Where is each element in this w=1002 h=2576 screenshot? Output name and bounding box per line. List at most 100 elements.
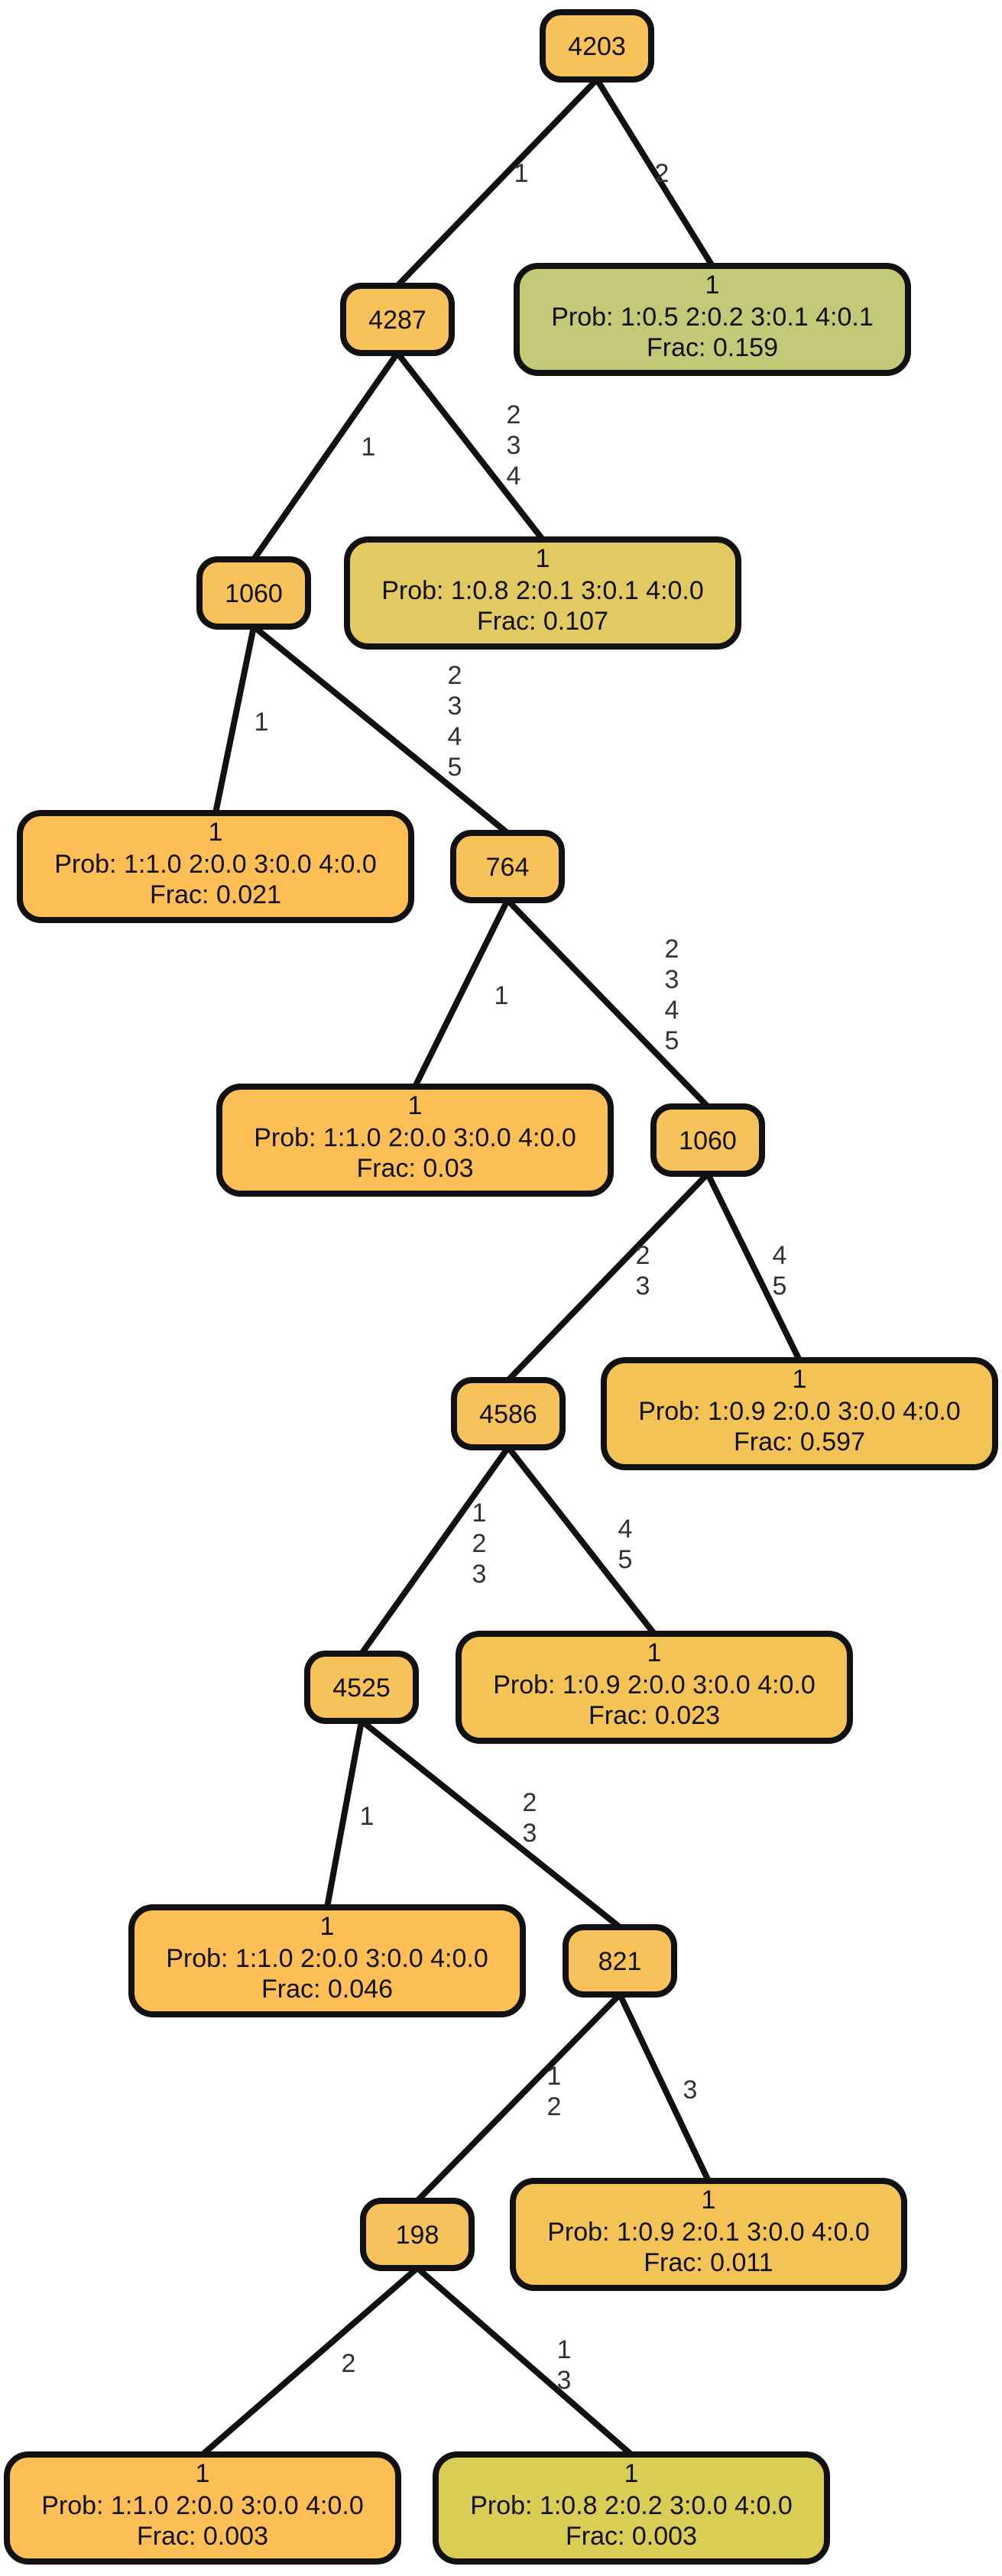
- edge-label: 3: [683, 2075, 698, 2105]
- split-node-box: [196, 556, 311, 630]
- leaf-node-box: [433, 2451, 830, 2565]
- edge-label-line: 3: [448, 692, 462, 721]
- edge-n4586-n4525: [358, 1444, 511, 1657]
- leaf-node-box: [456, 1631, 853, 1744]
- split-node-box: [540, 9, 654, 83]
- leaf-frac: Frac: 0.023: [589, 1701, 720, 1730]
- edge-n1060a-n764: [251, 624, 511, 836]
- edge-n4287-n1060a: [251, 350, 400, 562]
- edge-label-line: 3: [665, 965, 679, 994]
- edge-label-line: 2: [547, 2092, 562, 2121]
- edge-label-line: 1: [557, 2335, 572, 2364]
- edge-label: 1: [495, 981, 509, 1010]
- leaf-frac: Frac: 0.046: [261, 1975, 393, 2004]
- edge-label-line: 2: [655, 159, 670, 188]
- edge-label-line: 5: [618, 1545, 633, 1574]
- edge-label-line: 3: [557, 2366, 572, 2395]
- leaf-prob: Prob: 1:0.8 2:0.2 3:0.0 4:0.0: [470, 2491, 793, 2520]
- edge-label-line: 5: [773, 1272, 787, 1301]
- edge-label-line: 4: [618, 1515, 633, 1544]
- edge-n198-l10: [414, 2265, 634, 2458]
- edge-n4525-n821: [358, 1718, 623, 1930]
- edge-label: 2: [342, 2349, 356, 2378]
- leaf-prob: Prob: 1:1.0 2:0.0 3:0.0 4:0.0: [166, 1944, 488, 1973]
- edge-n4203-n4287: [394, 76, 600, 289]
- leaf-frac: Frac: 0.003: [137, 2522, 268, 2551]
- split-node-label: 4525: [332, 1674, 391, 1703]
- leaf-title: 1: [209, 818, 223, 847]
- edge-label-line: 3: [636, 1272, 650, 1301]
- split-node: 4586: [451, 1377, 566, 1450]
- split-node-box: [650, 1103, 765, 1177]
- edge-label-line: 3: [683, 2075, 698, 2105]
- edge-label-line: 2: [342, 2349, 356, 2378]
- edge-label-line: 2: [448, 661, 462, 690]
- edge-label-line: 2: [665, 935, 679, 964]
- split-node: 4203: [540, 9, 654, 83]
- edge-label-line: 3: [507, 431, 521, 460]
- edge-label: 1: [362, 433, 376, 462]
- leaf-node-box: [514, 263, 911, 376]
- edge-label-line: 2: [472, 1529, 487, 1558]
- edge-n764-l4: [412, 897, 511, 1090]
- edge-label-line: 2: [523, 1788, 537, 1817]
- edge-label-line: 2: [636, 1241, 650, 1270]
- edge-n821-n198: [414, 1991, 623, 2204]
- leaf-prob: Prob: 1:0.9 2:0.0 3:0.0 4:0.0: [493, 1670, 816, 1700]
- split-node-box: [450, 830, 565, 903]
- split-node-box: [340, 283, 455, 356]
- leaf-frac: Frac: 0.159: [647, 333, 778, 362]
- split-node: 821: [563, 1924, 677, 1998]
- edge-label: 1: [514, 159, 529, 188]
- edge-label-line: 3: [472, 1560, 487, 1589]
- leaf-node-box: [216, 1084, 614, 1197]
- split-node: 1060: [650, 1103, 765, 1177]
- split-node-label: 4586: [479, 1400, 537, 1429]
- edge-label-line: 2: [507, 400, 521, 429]
- split-node-box: [360, 2198, 475, 2271]
- leaf-title: 1: [647, 1638, 662, 1667]
- split-node: 4525: [304, 1651, 419, 1724]
- split-node-label: 821: [598, 1947, 642, 1976]
- edge-n4287-l2: [394, 350, 546, 543]
- edge-label: 2: [655, 159, 670, 188]
- split-node-label: 4203: [568, 32, 626, 61]
- split-node-label: 764: [486, 853, 530, 882]
- edge-n4203-l1: [594, 76, 715, 269]
- leaf-node-box: [601, 1357, 998, 1470]
- edge-label-line: 1: [514, 159, 529, 188]
- split-node: 198: [360, 2198, 475, 2271]
- edge-label: 1: [360, 1802, 375, 1831]
- edge-n4525-l7: [324, 1718, 365, 1910]
- leaf-title: 1: [408, 1091, 423, 1120]
- leaf-frac: Frac: 0.107: [477, 607, 608, 636]
- leaf-frac: Frac: 0.03: [356, 1154, 473, 1183]
- leaf-title: 1: [793, 1365, 807, 1394]
- leaf-node-box: [17, 810, 414, 923]
- edge-n198-l9: [199, 2265, 420, 2458]
- edge-n1060b-n4586: [505, 1171, 711, 1383]
- edge-n1060a-l3: [212, 624, 257, 816]
- leaf-node-box: [128, 1904, 526, 2017]
- split-node: 764: [450, 830, 565, 903]
- edge-n1060b-l5: [705, 1171, 803, 1363]
- leaf-prob: Prob: 1:0.8 2:0.1 3:0.1 4:0.0: [381, 576, 704, 605]
- edge-label-line: 1: [472, 1499, 487, 1528]
